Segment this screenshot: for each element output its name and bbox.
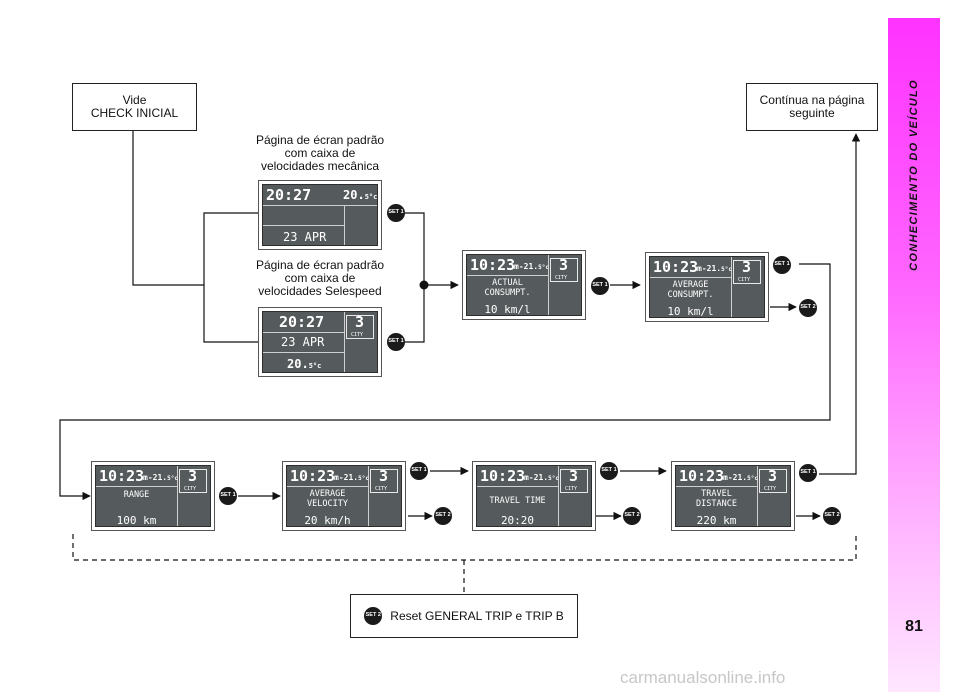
- selespeed-note: Página de écran padrão com caixa de velo…: [255, 258, 385, 298]
- screen-temp-dec: 5°c: [358, 475, 369, 482]
- screen-temp-dec: 5°c: [721, 266, 732, 273]
- set1-button-average[interactable]: SET 1: [773, 256, 791, 274]
- screen-mech-date: 23 APR: [283, 230, 327, 244]
- screen-mode: CITY: [738, 277, 751, 283]
- mechanical-note: Página de écran padrão com caixa de velo…: [255, 133, 385, 173]
- set1-button-distance[interactable]: SET 1: [799, 464, 817, 482]
- screen-temp: m-21.: [723, 473, 748, 482]
- screen-time: 10:23: [653, 258, 699, 276]
- screen-value: 20 km/h: [304, 514, 351, 527]
- screen-label-1: TRAVEL TIME: [489, 496, 546, 506]
- set2-button-average[interactable]: SET 2: [799, 299, 817, 317]
- screen-temp-dec: 5°c: [167, 475, 178, 482]
- screen-label-2: CONSUMPT.: [484, 288, 531, 298]
- chapter-title: CONHECIMENTO DO VEÍCULO: [908, 79, 920, 271]
- continue-text: Contínua na página seguinte: [759, 93, 865, 120]
- screen-time: 10:23: [99, 467, 145, 485]
- screen-time: 10:23: [290, 467, 336, 485]
- screen-sele-mode: CITY: [351, 332, 364, 338]
- reset-set2-button-icon: SET 2: [364, 607, 383, 625]
- screen-label-1: TRAVEL: [701, 489, 732, 499]
- screen-temp: m-21.: [334, 473, 359, 482]
- screen-gear: 3: [559, 256, 569, 274]
- screen-temp-group: m-21.5°c: [723, 473, 758, 482]
- screen-mode: CITY: [375, 486, 388, 492]
- check-inicial-box: Vide CHECK INICIAL: [72, 83, 197, 131]
- screen-mech-temp-dec: 5°c: [364, 193, 378, 201]
- screen-value: 10 km/l: [484, 303, 531, 316]
- screen-temp: m-21.: [524, 473, 549, 482]
- screen-gear: 3: [768, 467, 778, 485]
- set2-button-velocity[interactable]: SET 2: [434, 507, 452, 525]
- screen-label-1: RANGE: [123, 490, 150, 500]
- screen-temp-group: m-21.5°c: [697, 264, 732, 273]
- screen-sele-temp-group: 20.5°c: [287, 357, 321, 371]
- page-number: 81: [905, 618, 923, 635]
- screen-time: 10:23: [679, 467, 725, 485]
- screen-value: 220 km: [696, 514, 737, 527]
- set1-button-actual[interactable]: SET 1: [591, 277, 609, 295]
- screen-temp: m-21.: [514, 262, 539, 271]
- chapter-sidebar: [888, 18, 940, 692]
- screen-label-1: AVERAGE: [309, 489, 346, 499]
- set1-button-range[interactable]: SET 1: [219, 487, 237, 505]
- screen-sele-gear: 3: [355, 313, 365, 331]
- screen-temp-group: m-21.5°c: [514, 262, 549, 271]
- screen-value: 20:20: [500, 514, 535, 527]
- screen-value: 10 km/l: [667, 305, 714, 318]
- set1-button-mechanical[interactable]: SET 1: [387, 204, 405, 222]
- screen-label-2: DISTANCE: [696, 499, 737, 509]
- screen-mode: CITY: [565, 486, 578, 492]
- screen-label-1: ACTUAL: [492, 278, 523, 288]
- screen-mode: CITY: [764, 486, 777, 492]
- screen-time: 10:23: [470, 256, 516, 274]
- screen-mech-time: 20:27: [266, 186, 312, 204]
- screen-label-2: VELOCITY: [307, 499, 348, 509]
- screen-gear: 3: [379, 467, 389, 485]
- set2-button-traveltime[interactable]: SET 2: [623, 507, 641, 525]
- screen-sele-temp: 20.: [287, 357, 309, 371]
- screen-standard-selespeed: 20:27 3 CITY 23 APR 20.5°c: [258, 307, 382, 377]
- screen-temp-group: m-21.5°c: [524, 473, 559, 482]
- screen-sele-time: 20:27: [279, 313, 325, 331]
- screen-gear: 3: [569, 467, 579, 485]
- continue-box: Contínua na página seguinte: [746, 83, 878, 131]
- screen-temp-group: m-21.5°c: [143, 473, 178, 482]
- check-inicial-text: Vide CHECK INICIAL: [90, 93, 179, 120]
- screen-standard-mechanical: 20:27 20.5°c 23 APR: [258, 180, 382, 250]
- watermark: carmanualsonline.info: [620, 668, 786, 687]
- screen-time: 10:23: [480, 467, 526, 485]
- screen-gear: 3: [742, 258, 752, 276]
- reset-text: Reset GENERAL TRIP e TRIP B: [390, 608, 564, 623]
- screen-sele-temp-dec: 5°c: [308, 362, 322, 370]
- set2-button-distance[interactable]: SET 2: [823, 507, 841, 525]
- screen-temp-dec: 5°c: [548, 475, 559, 482]
- set1-button-velocity[interactable]: SET 1: [410, 462, 428, 480]
- screen-gear: 3: [188, 467, 198, 485]
- screen-mech-temp-group: 20.5°c: [343, 188, 377, 202]
- screen-temp-dec: 5°c: [747, 475, 758, 482]
- screen-temp: m-21.: [143, 473, 168, 482]
- screen-mode: CITY: [184, 486, 197, 492]
- screen-mech-temp: 20.: [343, 188, 365, 202]
- set1-button-selespeed[interactable]: SET 1: [387, 333, 405, 351]
- screen-temp-group: m-21.5°c: [334, 473, 369, 482]
- reset-box: SET 2 Reset GENERAL TRIP e TRIP B: [350, 594, 578, 638]
- screen-mode: CITY: [555, 275, 568, 281]
- screen-label-1: AVERAGE: [672, 280, 709, 290]
- screen-temp-dec: 5°c: [538, 264, 549, 271]
- screen-temp: m-21.: [697, 264, 722, 273]
- screen-sele-date: 23 APR: [281, 335, 325, 349]
- set1-button-traveltime[interactable]: SET 1: [600, 462, 618, 480]
- screen-value: 100 km: [116, 514, 157, 527]
- screen-label-2: CONSUMPT.: [667, 290, 714, 300]
